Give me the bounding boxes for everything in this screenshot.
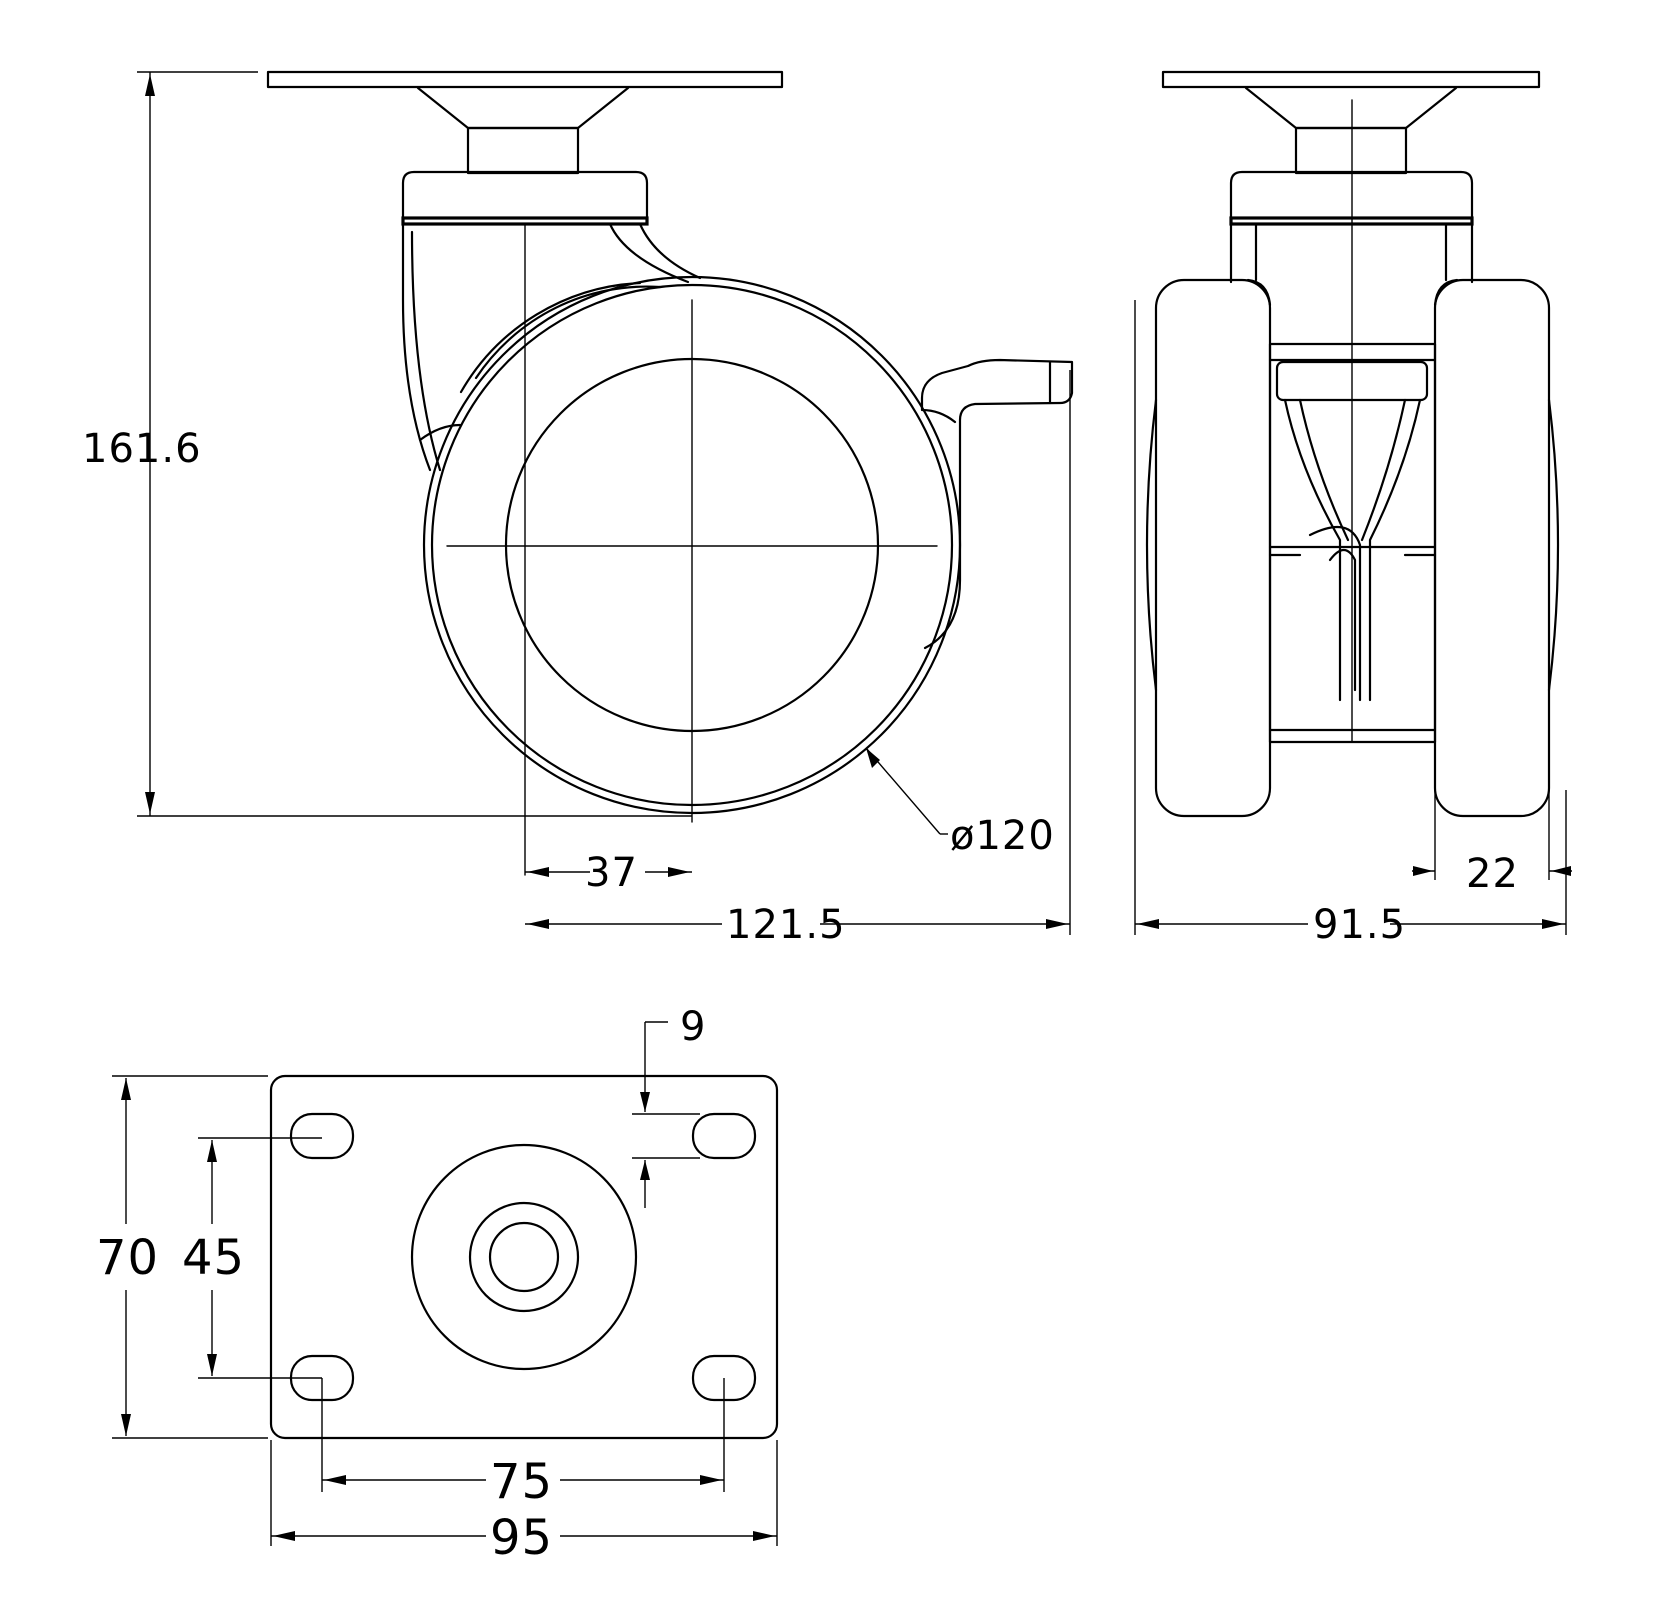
dim-offset: 37 — [585, 850, 638, 896]
top-plate-view — [269, 1074, 779, 1440]
mounting-slot-top-left — [289, 1112, 355, 1160]
dim-wheel-width: 22 — [1466, 851, 1519, 897]
front-view-dimensions: 22 91.5 — [1134, 300, 1572, 948]
mounting-slot-top-right — [691, 1112, 757, 1160]
dim-wheel-diameter: ø120 — [950, 813, 1055, 859]
dim-plate-length: 70 — [96, 1230, 159, 1286]
dim-plate-width: 95 — [490, 1510, 553, 1566]
top-plate-dimensions: 70 45 9 75 95 — [96, 1004, 778, 1566]
side-view-dimensions: 161.6 37 121.5 ø120 — [82, 71, 1071, 948]
dim-overall-width: 91.5 — [1313, 902, 1406, 948]
dim-overall-height: 161.6 — [82, 426, 202, 472]
side-view — [266, 70, 1074, 876]
dim-overall-length: 121.5 — [726, 902, 846, 948]
front-view — [1145, 70, 1560, 818]
dim-hole-spacing-short: 45 — [182, 1230, 245, 1286]
dim-slot-size: 9 — [680, 1004, 706, 1050]
dim-hole-spacing-long: 75 — [490, 1454, 553, 1510]
